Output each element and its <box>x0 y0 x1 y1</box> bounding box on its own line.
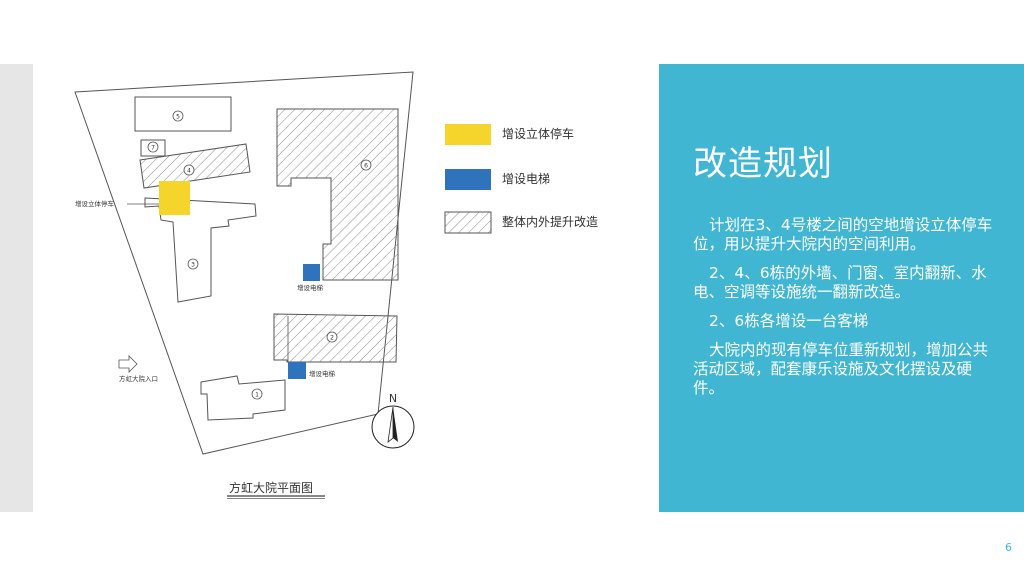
plan-caption: 方虹大院平面图 <box>229 480 313 495</box>
paragraph-renovation: 2、4、6栋的外墙、门窗、室内翻新、水电、空调等设施统一翻新改造。 <box>693 264 987 301</box>
building-1 <box>200 375 286 421</box>
elevator-6-label: 增设电梯 <box>297 283 324 292</box>
info-panel: 改造规划 计划在3、4号楼之间的空地增设立体停车位，用以提升大院内的空间利用。 … <box>659 64 1024 512</box>
legend-label-parking: 增设立体停车 <box>502 126 574 141</box>
north-arrow-icon <box>371 405 415 449</box>
site-plan: 5 7 4 3 增设立体停车 6 增设电梯 2 增设电梯 1 方虹大院入口 N … <box>74 71 598 499</box>
building-3-number: 3 <box>191 262 195 269</box>
page-number: 6 <box>1005 541 1012 554</box>
building-6 <box>276 108 399 281</box>
panel-body: 计划在3、4号楼之间的空地增设立体停车位，用以提升大院内的空间利用。 2、4、6… <box>693 216 993 408</box>
building-5-number: 5 <box>176 114 180 121</box>
building-4 <box>139 143 251 189</box>
legend-label-elevator: 增设电梯 <box>502 172 550 186</box>
legend-swatch-elevator <box>445 169 491 190</box>
legend-label-renovation: 整体内外提升改造 <box>502 214 598 229</box>
elevator-building-2 <box>288 362 306 379</box>
north-label: N <box>389 392 397 405</box>
elevator-building-6 <box>303 264 320 281</box>
parking-addition <box>159 181 190 215</box>
entrance-label: 方虹大院入口 <box>119 374 158 383</box>
building-1-number: 1 <box>255 392 259 399</box>
elevator-2-label: 增设电梯 <box>309 369 336 378</box>
panel-title: 改造规划 <box>693 144 833 184</box>
building-2-number: 2 <box>330 335 334 342</box>
building-4-number: 4 <box>187 168 191 175</box>
paragraph-elevator: 2、6栋各增设一台客梯 <box>709 312 869 330</box>
legend-swatch-parking <box>445 124 491 145</box>
entrance-arrow-icon <box>118 355 138 373</box>
parking-label: 增设立体停车 <box>75 199 115 208</box>
building-7-number: 7 <box>151 145 155 152</box>
paragraph-parking: 计划在3、4号楼之间的空地增设立体停车位，用以提升大院内的空间利用。 <box>693 216 993 253</box>
legend-swatch-renovation <box>444 211 492 234</box>
paragraph-public-space: 大院内的现有停车位重新规划，增加公共活动区域，配套康乐设施及文化摆设及硬件。 <box>693 341 989 397</box>
building-6-number: 6 <box>364 163 368 170</box>
left-gray-band <box>0 64 33 512</box>
